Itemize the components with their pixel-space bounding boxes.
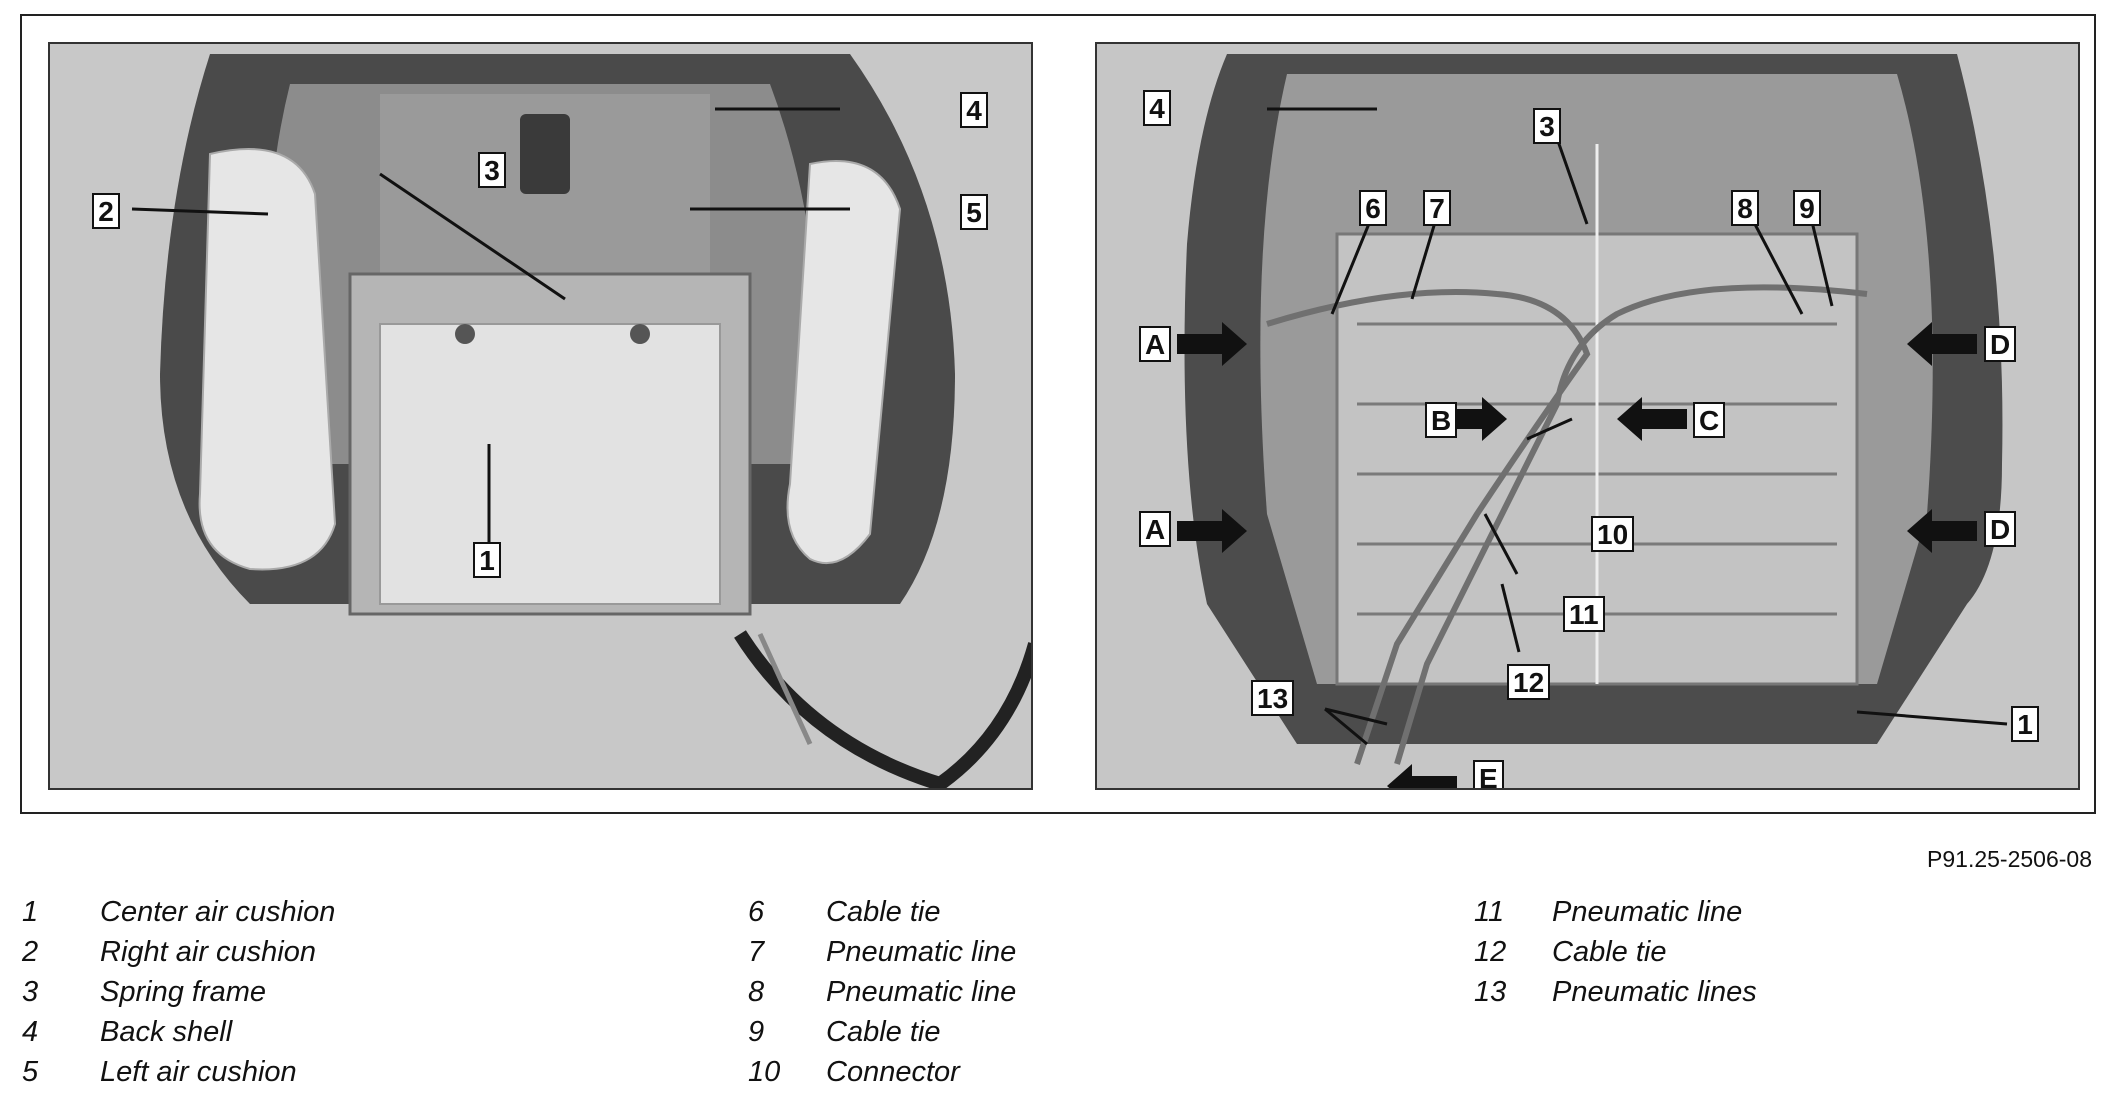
legend-column-1: 1 Center air cushion 2 Right air cushion 3 Sp… (22, 896, 622, 1096)
callout-1: 1 (473, 542, 501, 578)
legend-column-3: 11 Pneumatic line 12 Cable tie 13 Pneumatic l… (1474, 896, 2074, 1016)
callout-10: 10 (1591, 516, 1635, 552)
legend-text: Spring frame (100, 976, 267, 1008)
legend-text: Pneumatic line (826, 936, 1017, 968)
legend-text: Right air cushion (100, 936, 316, 968)
callout-2: 2 (92, 193, 120, 229)
right-photo-illustration (1097, 44, 2078, 788)
legend-number: 5 (22, 1056, 39, 1088)
legend-number: 4 (22, 1016, 39, 1048)
callout-a-top: A (1139, 326, 1172, 362)
legend-text: Pneumatic line (1552, 896, 1743, 928)
legend-number: 10 (748, 1056, 781, 1088)
legend-item: 2 Right air cushion (22, 936, 622, 976)
callout-13: 13 (1251, 680, 1295, 716)
left-photo-illustration (50, 44, 1031, 788)
legend-item: 11 Pneumatic line (1474, 896, 2074, 936)
callout-5: 5 (960, 194, 988, 230)
legend-text: Pneumatic lines (1552, 976, 1757, 1008)
legend-number: 6 (748, 896, 765, 928)
figure-frame: 2 3 4 5 1 (20, 14, 2096, 814)
legend-item: 5 Left air cushion (22, 1056, 622, 1096)
legend-number: 12 (1474, 936, 1507, 968)
callout-7: 7 (1423, 190, 1451, 226)
callout-b: B (1425, 402, 1458, 438)
legend-number: 3 (22, 976, 39, 1008)
legend-text: Cable tie (826, 1016, 941, 1048)
legend-item: 4 Back shell (22, 1016, 622, 1056)
legend-item: 1 Center air cushion (22, 896, 622, 936)
callout-11: 11 (1563, 596, 1605, 632)
callout-8: 8 (1731, 190, 1759, 226)
legend-item: 6 Cable tie (748, 896, 1348, 936)
callout-c: C (1693, 402, 1726, 438)
legend-text: Back shell (100, 1016, 233, 1048)
callout-6: 6 (1359, 190, 1387, 226)
callout-1: 1 (2011, 706, 2039, 742)
callout-4: 4 (960, 92, 988, 128)
legend-number: 2 (22, 936, 39, 968)
legend-item: 8 Pneumatic line (748, 976, 1348, 1016)
legend-text: Left air cushion (100, 1056, 297, 1088)
callout-4: 4 (1143, 90, 1171, 126)
callout-3: 3 (1533, 108, 1561, 144)
callout-d-bottom: D (1984, 511, 2017, 547)
legend-text: Connector (826, 1056, 960, 1088)
callout-9: 9 (1793, 190, 1821, 226)
legend-item: 3 Spring frame (22, 976, 622, 1016)
legend-number: 8 (748, 976, 765, 1008)
figure-code: P91.25-2506-08 (1927, 846, 2092, 872)
legend-item: 10 Connector (748, 1056, 1348, 1096)
callout-3: 3 (478, 152, 506, 188)
callout-a-bottom: A (1139, 511, 1172, 547)
legend-text: Center air cushion (100, 896, 336, 928)
callout-e: E (1473, 760, 1504, 788)
left-photo: 2 3 4 5 1 (48, 42, 1033, 790)
legend-item: 9 Cable tie (748, 1016, 1348, 1056)
legend-number: 7 (748, 936, 765, 968)
legend-number: 11 (1474, 896, 1505, 928)
callout-d-top: D (1984, 326, 2017, 362)
legend-text: Cable tie (1552, 936, 1667, 968)
legend-number: 13 (1474, 976, 1507, 1008)
legend-item: 13 Pneumatic lines (1474, 976, 2074, 1016)
legend-number: 9 (748, 1016, 765, 1048)
legend-item: 7 Pneumatic line (748, 936, 1348, 976)
legend-text: Pneumatic line (826, 976, 1017, 1008)
legend-text: Cable tie (826, 896, 941, 928)
callout-12: 12 (1507, 664, 1551, 700)
legend-item: 12 Cable tie (1474, 936, 2074, 976)
legend-number: 1 (22, 896, 39, 928)
right-photo: 4 3 6 7 8 9 A A B C D D 10 11 12 13 1 E (1095, 42, 2080, 790)
